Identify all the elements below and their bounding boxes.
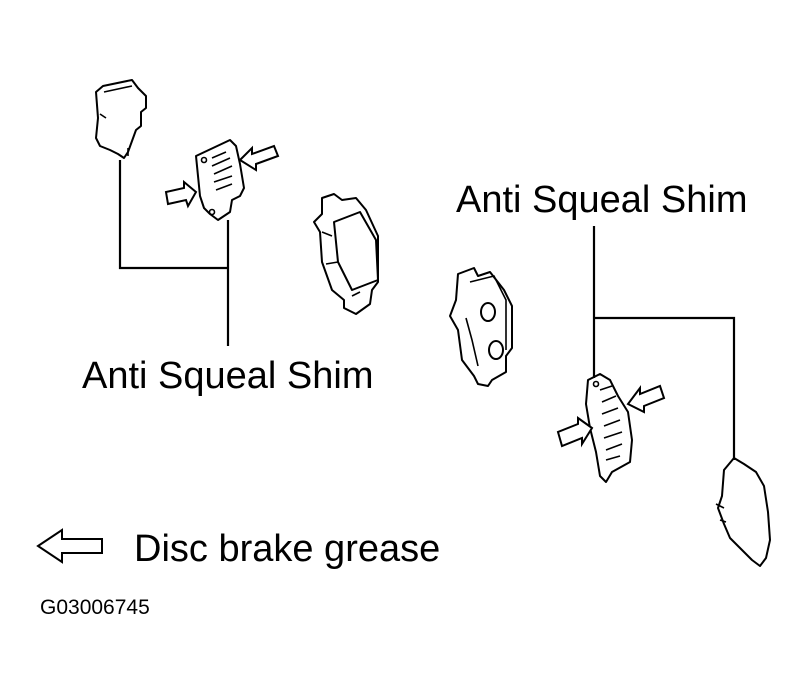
right-shim-leader-lines bbox=[592, 226, 736, 460]
right-outer-shim bbox=[715, 457, 771, 567]
left-shim-label: Anti Squeal Shim bbox=[82, 355, 374, 397]
hollow-left-arrow-icon bbox=[36, 528, 103, 564]
grease-arrow-left-b bbox=[238, 144, 280, 172]
figure-id: G03006745 bbox=[40, 596, 150, 619]
outer-brake-pad bbox=[313, 193, 379, 315]
grease-arrow-left-a bbox=[164, 179, 198, 209]
grease-arrow-right-b bbox=[626, 384, 666, 414]
left-anti-squeal-shim bbox=[195, 139, 245, 221]
left-outer-shim bbox=[95, 79, 147, 159]
legend-label: Disc brake grease bbox=[134, 528, 440, 570]
grease-arrow-right-a bbox=[556, 416, 594, 448]
right-shim-label: Anti Squeal Shim bbox=[456, 179, 748, 221]
left-shim-leader-lines bbox=[118, 160, 230, 346]
right-anti-squeal-shim bbox=[585, 373, 633, 483]
inner-brake-pad bbox=[449, 267, 513, 387]
